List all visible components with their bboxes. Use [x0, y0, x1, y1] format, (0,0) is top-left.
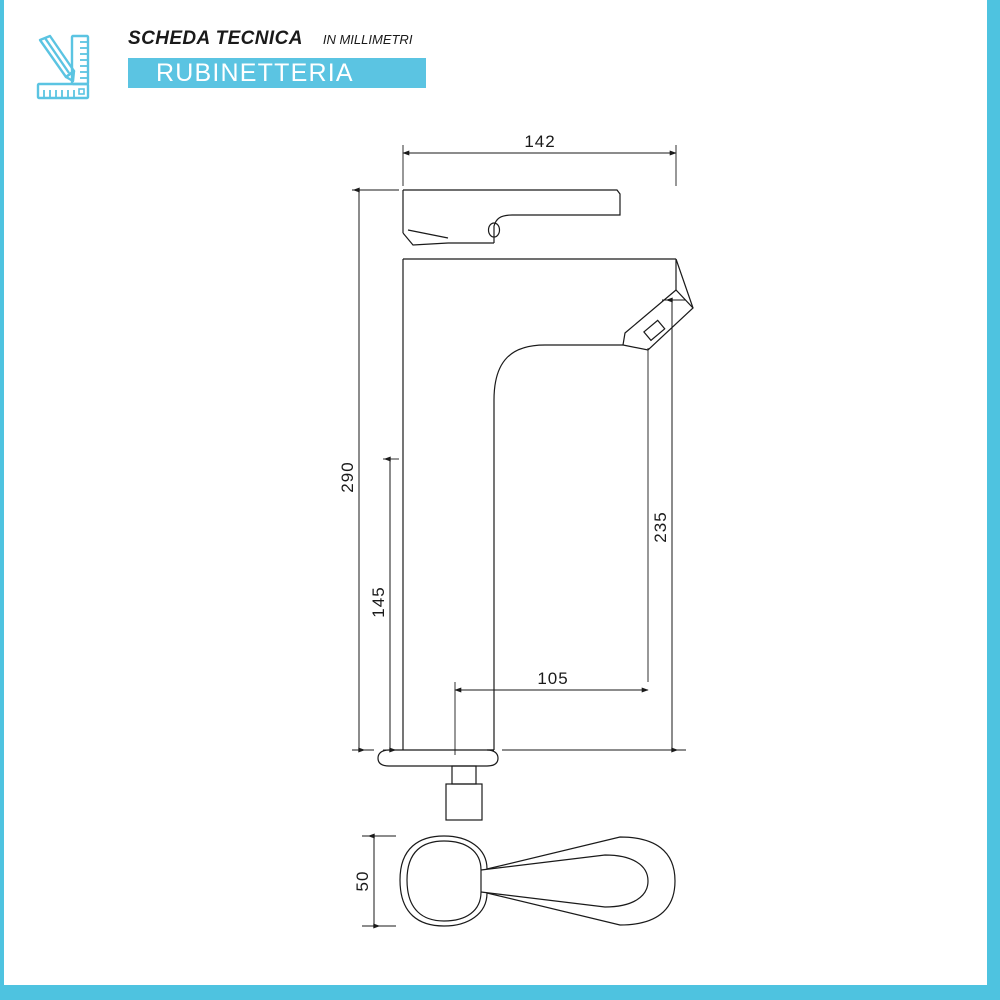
dimension-overall-width: 142	[402, 132, 677, 186]
dimension-body-height: 145	[369, 456, 399, 753]
faucet-top-plan-view	[399, 835, 676, 927]
faucet-body	[402, 258, 694, 750]
base-mounting	[377, 749, 499, 821]
dimension-body-depth: 50	[353, 833, 396, 929]
header: SCHEDA TECNICA IN MILLIMETRI RUBINETTERI…	[28, 28, 448, 104]
dimension-label-50: 50	[353, 871, 372, 892]
units-note: IN MILLIMETRI	[322, 32, 413, 47]
category-label: RUBINETTERIA	[156, 58, 354, 87]
dimension-label-290: 290	[338, 461, 357, 492]
dimension-spout-height: 235	[502, 297, 686, 753]
cap-shoulder	[402, 190, 449, 246]
faucet-front-elevation	[377, 189, 694, 821]
dimension-label-145: 145	[369, 586, 388, 617]
title-row: SCHEDA TECNICA IN MILLIMETRI	[104, 28, 448, 54]
dimension-overall-height: 290	[338, 187, 399, 753]
page-title: SCHEDA TECNICA	[128, 28, 303, 49]
pencil-ruler-icon	[28, 34, 94, 100]
lever-handle	[403, 189, 621, 244]
category-band: RUBINETTERIA	[128, 58, 426, 88]
dimension-spout-reach: 105	[454, 348, 649, 755]
dimension-label-235: 235	[651, 511, 670, 542]
title-block: SCHEDA TECNICA IN MILLIMETRI RUBINETTERI…	[104, 28, 448, 88]
dimension-label-142: 142	[524, 132, 555, 151]
dimension-label-105: 105	[537, 669, 568, 688]
